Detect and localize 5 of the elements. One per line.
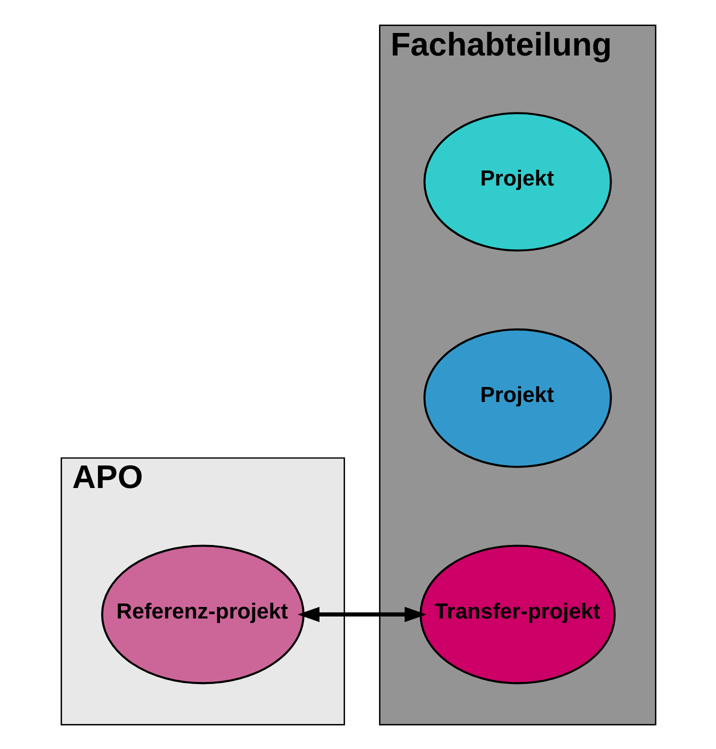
arrow [297, 606, 426, 622]
node-ellipse: Transfer-projekt [419, 544, 616, 684]
node-ellipse: Referenz-projekt [100, 544, 304, 684]
node-ellipse: Projekt [422, 328, 612, 468]
node-ellipse: Projekt [422, 112, 612, 252]
